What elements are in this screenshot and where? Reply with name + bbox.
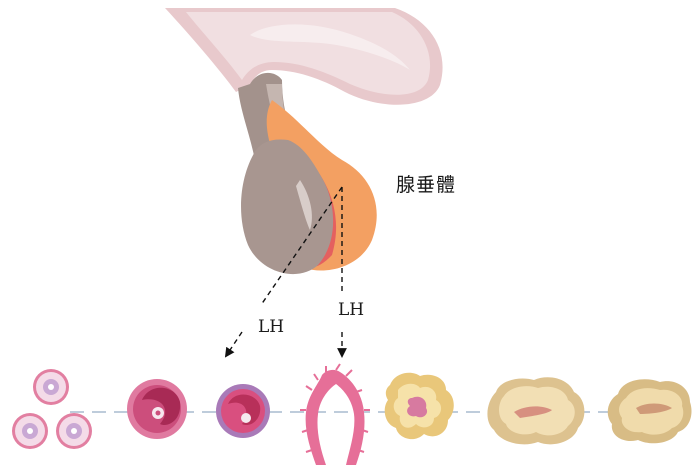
- secondary-follicle: [216, 384, 270, 438]
- primordial-follicles: [12, 369, 92, 449]
- corpus-albicans-early: [487, 377, 584, 444]
- lh-label-left: LH: [258, 317, 284, 337]
- primary-follicle: [127, 379, 187, 439]
- hypothalamus: [165, 8, 443, 105]
- pituitary-label: 腺垂體: [396, 170, 456, 197]
- ovulating-follicle: [300, 364, 370, 465]
- corpus-albicans: [608, 379, 692, 443]
- corpus-luteum: [385, 373, 454, 439]
- lh-label-right: LH: [338, 300, 364, 320]
